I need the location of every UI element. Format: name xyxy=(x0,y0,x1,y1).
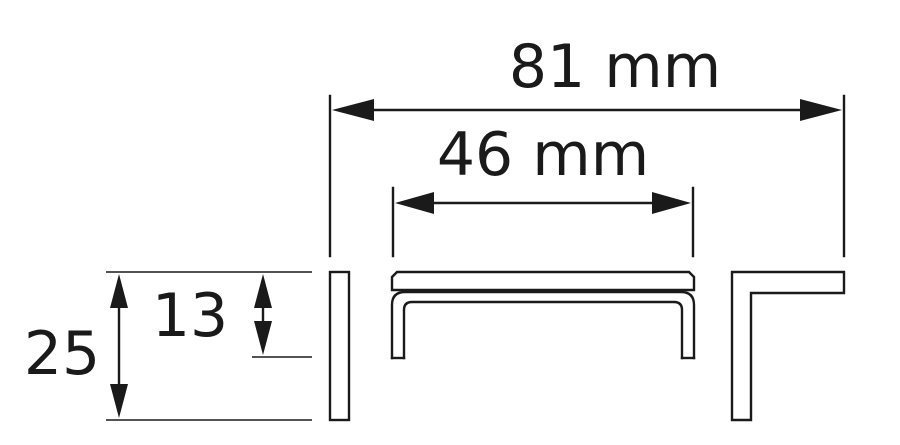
overall-width-arrow-left xyxy=(332,99,374,121)
handle-depth-arrow-bottom xyxy=(254,321,272,355)
handle-depth-label: 13 xyxy=(152,281,228,351)
overall-width-label: 81 mm xyxy=(509,32,721,102)
overall-width-dimension: 81 mm xyxy=(328,32,846,258)
handle-end-profile xyxy=(730,270,846,422)
hole-spacing-arrow-right xyxy=(652,192,691,214)
handle-front-view xyxy=(390,270,696,360)
overall-width-arrow-right xyxy=(800,99,842,121)
hole-spacing-label: 46 mm xyxy=(437,120,649,190)
hole-spacing-dimension: 46 mm xyxy=(391,120,695,258)
handle-bar-outer xyxy=(390,290,696,360)
total-height-dimension: 25 xyxy=(24,271,312,421)
handle-depth-dimension: 13 xyxy=(152,274,312,358)
total-height-arrow-bottom xyxy=(110,384,128,418)
handle-depth-arrow-top xyxy=(254,274,272,308)
handle-side-view xyxy=(328,270,351,422)
handle-bar-inner xyxy=(402,300,684,360)
total-height-label: 25 xyxy=(24,319,100,389)
total-height-arrow-top xyxy=(110,274,128,308)
handle-top-plate xyxy=(390,270,696,292)
hole-spacing-arrow-left xyxy=(395,192,434,214)
